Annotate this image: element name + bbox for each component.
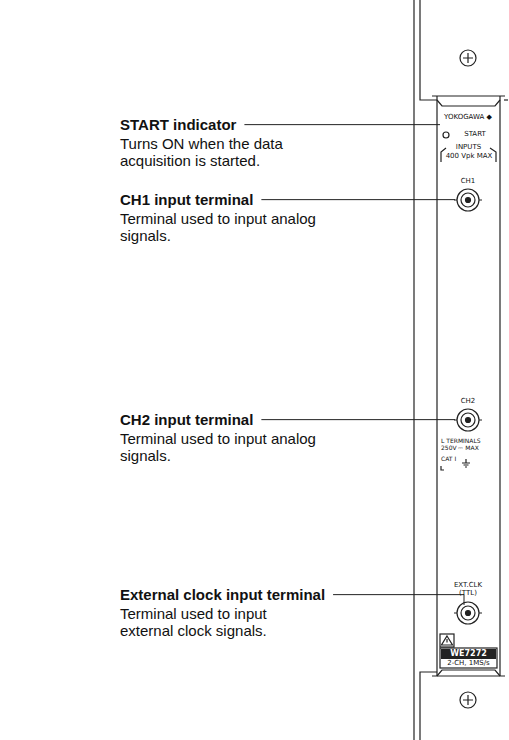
frame-edge — [413, 0, 414, 740]
brand-logo: YOKOGAWA ◆ — [438, 114, 498, 122]
faceplate-bevel — [437, 670, 500, 676]
model-spec: 2-CH, 1MS/s — [441, 660, 496, 668]
leader-line — [333, 594, 464, 595]
frame-edge — [504, 99, 508, 100]
bnc-connector — [457, 189, 479, 211]
faceplate — [432, 96, 505, 676]
ground-symbol — [462, 459, 470, 467]
callout-description: Terminal used to input analog signals. — [120, 430, 370, 465]
bnc-pin — [466, 198, 471, 203]
model-plate — [440, 648, 497, 668]
bnc-pin — [466, 418, 471, 423]
leader-line — [244, 124, 440, 125]
callout-title: START indicator — [120, 116, 236, 133]
screw-slot — [463, 53, 473, 63]
bnc-bayonet — [454, 612, 482, 613]
panel-label: START — [452, 131, 498, 139]
screw — [460, 692, 476, 708]
panel-label: CH1 — [440, 178, 496, 186]
faceplate-bevel — [437, 100, 500, 106]
led-indicator — [443, 132, 449, 138]
callout-title: External clock input terminal — [120, 586, 325, 603]
warning-box — [440, 634, 454, 647]
frame-edge — [420, 0, 437, 100]
frame-edge — [420, 672, 437, 740]
panel-label: CH2 — [440, 398, 496, 406]
leader-line — [261, 419, 455, 420]
faceplate — [437, 96, 500, 676]
model-name: WE7272 — [441, 649, 496, 658]
panel-rating: CAT I — [441, 456, 463, 463]
callout-description: Turns ON when the data acquisition is st… — [120, 135, 320, 170]
panel-label: 400 Vpk MAX — [440, 153, 498, 161]
bnc-connector — [457, 602, 479, 624]
callout-description: Terminal used to input analog signals. — [120, 210, 370, 245]
bnc-bayonet — [454, 419, 482, 420]
bnc-bayonet — [454, 199, 482, 200]
callout-description: Terminal used to input external clock si… — [120, 605, 310, 640]
bnc-connector — [461, 606, 475, 620]
callout-title: CH2 input terminal — [120, 411, 253, 428]
callout-title: CH1 input terminal — [120, 191, 253, 208]
leader-line — [261, 199, 455, 200]
bnc-connector — [461, 193, 475, 207]
warning-triangle — [442, 636, 453, 645]
model-band — [441, 649, 496, 659]
panel-label: INPUTS — [446, 144, 491, 152]
screw — [460, 50, 476, 66]
bnc-pin — [466, 611, 471, 616]
bnc-connector — [461, 413, 475, 427]
screw-slot — [463, 695, 473, 705]
cat-bracket — [441, 466, 444, 470]
panel-rating: L TERMINALS 250V ⎓ MAX — [441, 438, 481, 452]
warning-mark — [446, 639, 447, 643]
bnc-connector — [457, 409, 479, 431]
panel-label: EXT.CLK (TTL) — [448, 582, 488, 597]
